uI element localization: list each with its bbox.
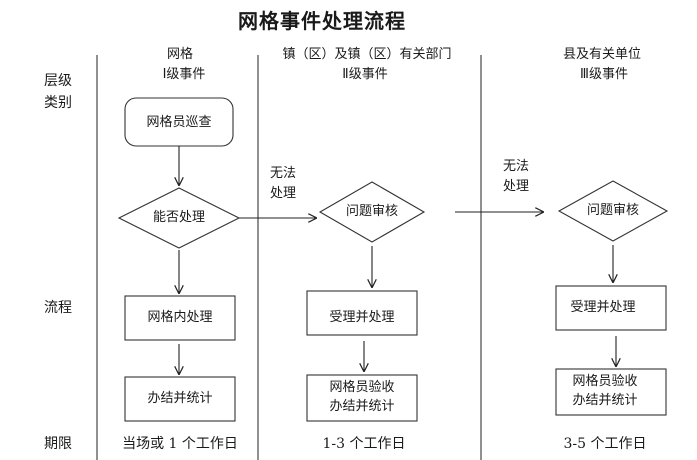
end-node-label-line2: 办结并统计 — [572, 393, 638, 408]
end-node-verify — [306, 374, 418, 422]
row-label-level-line2: 类别 — [44, 95, 72, 111]
end-node-verify — [555, 368, 667, 416]
process-node-grid — [124, 295, 236, 341]
column-header-county: 县及有关单位 — [562, 47, 642, 62]
column-header-town: 镇（区）及镇（区）有关部门 — [282, 47, 452, 62]
escalation-label-line1: 无法 — [270, 166, 297, 181]
escalation-label-line2: 处理 — [270, 186, 297, 201]
process-node-label: 受理并处理 — [329, 310, 395, 325]
start-node-label: 网格员巡查 — [146, 115, 212, 130]
row-label-process: 流程 — [44, 300, 72, 316]
decision-node-label: 能否处理 — [152, 210, 206, 225]
end-node-label-line1: 网格员验收 — [329, 380, 395, 395]
diagram-title: 网格事件处理流程 — [238, 9, 406, 33]
period-level-2: 1-3 个工作日 — [322, 436, 406, 452]
period-level-1: 当场或 1 个工作日 — [122, 436, 238, 452]
column-header-level-2: Ⅱ级事件 — [342, 67, 388, 82]
decision-node-review — [557, 180, 669, 242]
end-node-complete — [124, 376, 236, 422]
process-node-accept — [306, 290, 418, 336]
process-node-label: 网格内处理 — [147, 310, 213, 325]
row-label-period: 期限 — [44, 436, 72, 452]
end-node-label-line2: 办结并统计 — [329, 399, 395, 414]
process-node-accept — [555, 285, 667, 331]
escalation-label-line2: 处理 — [503, 179, 530, 194]
end-node-label: 办结并统计 — [147, 391, 213, 406]
end-node-label-line1: 网格员验收 — [572, 374, 638, 389]
period-level-3: 3-5 个工作日 — [563, 436, 647, 452]
column-header-level-3: Ⅲ级事件 — [580, 67, 628, 82]
process-node-label: 受理并处理 — [570, 300, 636, 315]
column-header-grid: 网格 — [166, 47, 194, 62]
escalation-label-line1: 无法 — [503, 159, 530, 174]
column-header-level-1: Ⅰ级事件 — [162, 67, 206, 82]
decision-node-label: 问题审核 — [586, 203, 640, 218]
row-label-level-line1: 层级 — [44, 73, 72, 89]
decision-node-can-handle — [117, 187, 241, 249]
decision-node-label: 问题审核 — [345, 204, 399, 219]
decision-node-review — [318, 181, 426, 243]
